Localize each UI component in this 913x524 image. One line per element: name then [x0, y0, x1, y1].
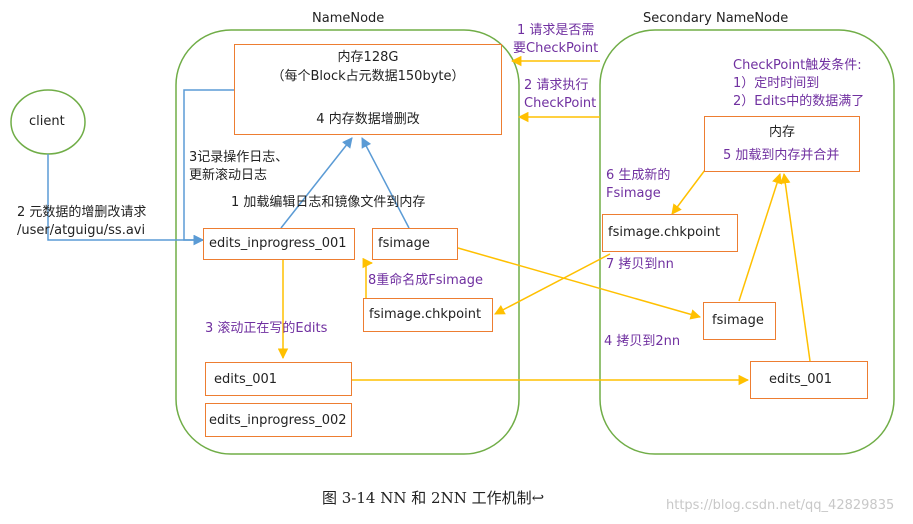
namenode-outline — [175, 29, 520, 455]
gen-fsimage-label-line2: Fsimage — [606, 186, 661, 201]
arrow-log-ops — [183, 89, 234, 246]
copy-to-nn-label: 7 拷贝到nn — [606, 257, 674, 272]
namenode-memory-box: 内存128G （每个Block占元数据150byte） 4 内存数据增删改 — [234, 44, 502, 135]
checkpoint-trigger-title: CheckPoint触发条件: — [733, 58, 862, 73]
nn-fsimage-box: fsimage — [372, 228, 458, 260]
figure-caption: 图 3-14 NN 和 2NN 工作机制↩ — [322, 489, 545, 507]
checkpoint-trigger-item1: 1）定时时间到 — [733, 76, 820, 91]
memory-capacity-label: 内存128G — [337, 50, 399, 65]
memory-crud-label: 4 内存数据增删改 — [316, 112, 420, 127]
snn-fsimage-box: fsimage — [703, 302, 776, 340]
arrow-load-edits — [280, 137, 353, 229]
nn-fsimage-chkpoint-label: fsimage.chkpoint — [369, 307, 482, 322]
secondary-namenode-outline — [599, 29, 895, 455]
client-label: client — [29, 114, 65, 129]
nn-edits-001-box: edits_001 — [205, 362, 352, 396]
step1-label-line2: 要CheckPoint — [513, 41, 599, 56]
nn-edits-inprogress-002-label: edits_inprogress_002 — [209, 413, 347, 428]
client-request-path: /user/atguigu/ss.avi — [17, 223, 146, 238]
load-edits-label: 1 加载编辑日志和镜像文件到内存 — [231, 195, 426, 210]
secondary-memory-box: 内存 5 加载到内存并合并 — [704, 116, 860, 172]
arrow-client-request — [47, 154, 205, 246]
arrow-rename — [362, 257, 374, 298]
gen-fsimage-label-line1: 6 生成新的 — [606, 168, 671, 183]
arrow-copy-chkpoint-to-nn — [494, 253, 611, 315]
step1-label-line1: 1 请求是否需 — [517, 23, 595, 38]
rename-label: 8重命名成Fsimage — [368, 273, 484, 288]
nn-edits-001-label: edits_001 — [214, 372, 278, 387]
snn-edits-001-box: edits_001 — [750, 361, 868, 399]
arrow-gen-fsimage — [671, 169, 706, 215]
arrow-edits-to-memory — [780, 172, 811, 362]
client-request-label: 2 元数据的增删改请求 — [17, 205, 147, 220]
load-merge-label: 5 加载到内存并合并 — [723, 148, 840, 163]
step2-label-line2: CheckPoint — [524, 96, 597, 111]
secondary-namenode-title: Secondary NameNode — [643, 11, 789, 26]
nn-edits-inprogress-002-box: edits_inprogress_002 — [205, 403, 352, 437]
arrow-fsimage-to-memory — [738, 173, 783, 302]
snn-fsimage-label: fsimage — [712, 313, 764, 328]
snn-edits-001-label: edits_001 — [769, 372, 833, 387]
secondary-memory-label: 内存 — [768, 125, 795, 140]
metadata-size-label: （每个Block占元数据150byte） — [271, 69, 465, 84]
snn-fsimage-chkpoint-label: fsimage.chkpoint — [608, 225, 721, 240]
step2-label-line1: 2 请求执行 — [524, 78, 589, 93]
watermark: https://blog.csdn.net/qq_42829835 — [666, 498, 895, 513]
log-ops-label-line1: 3记录操作日志、 — [189, 150, 289, 165]
namenode-title: NameNode — [312, 11, 385, 26]
log-ops-label-line2: 更新滚动日志 — [189, 168, 268, 183]
snn-fsimage-chkpoint-box: fsimage.chkpoint — [602, 214, 738, 252]
copy-to-2nn-label: 4 拷贝到2nn — [604, 334, 681, 349]
arrow-copy-fsimage-to-2nn — [457, 247, 702, 320]
nn-fsimage-label: fsimage — [378, 236, 430, 251]
arrow-load-fsimage — [361, 137, 410, 229]
nn-edits-inprogress-001-box: edits_inprogress_001 — [203, 228, 355, 260]
nn-fsimage-chkpoint-box: fsimage.chkpoint — [363, 298, 493, 332]
nn-edits-inprogress-001-label: edits_inprogress_001 — [209, 236, 347, 251]
checkpoint-trigger-item2: 2）Edits中的数据满了 — [733, 94, 865, 109]
roll-edits-label: 3 滚动正在写的Edits — [205, 321, 328, 336]
